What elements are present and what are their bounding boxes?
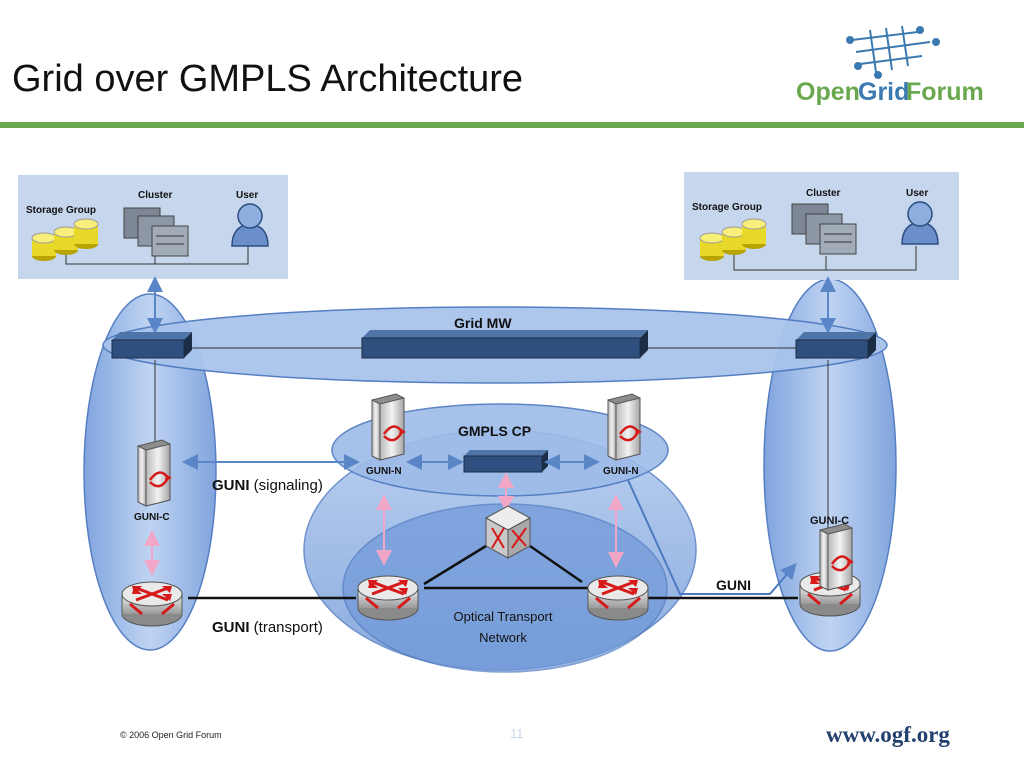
guni-c-left-label: GUNI-C xyxy=(134,512,170,523)
guni-c-right-label: GUNI-C xyxy=(810,515,849,527)
logo-grid: Grid xyxy=(858,78,909,106)
cluster-icon xyxy=(123,207,189,257)
guni-transport-label: GUNI (transport) xyxy=(212,619,323,636)
page-number: 11 xyxy=(510,726,524,741)
grid-mesh-icon xyxy=(846,25,940,79)
grid-mw-switch-center xyxy=(361,330,648,359)
storage-icon xyxy=(699,218,767,261)
page-title: Grid over GMPLS Architecture xyxy=(12,58,524,100)
otn-label-line1: Optical Transport xyxy=(454,609,553,624)
logo-open: Open xyxy=(796,78,860,106)
router-icon xyxy=(586,574,650,622)
left-user-label: User xyxy=(236,190,258,201)
ogf-logo: Open Grid Forum xyxy=(796,25,984,106)
gmpls-switch xyxy=(463,450,548,473)
guni-right-label: GUNI xyxy=(716,577,751,593)
otn-switch-icon xyxy=(484,505,532,559)
otn-label-line2: Network xyxy=(479,630,527,645)
right-user-label: User xyxy=(906,188,928,199)
title-rule xyxy=(0,122,1024,128)
storage-icon xyxy=(31,218,99,261)
user-icon xyxy=(231,203,269,247)
guni-n-right-label: GUNI-N xyxy=(603,466,639,477)
footer-url[interactable]: www.ogf.org xyxy=(826,722,950,747)
user-icon xyxy=(901,201,939,245)
grid-mw-switch-right xyxy=(795,332,876,359)
guni-signaling-label: GUNI (signaling) xyxy=(212,477,323,494)
server-icon xyxy=(818,522,856,592)
server-icon xyxy=(606,392,644,462)
grid-mw-label: Grid MW xyxy=(454,315,512,331)
footer-copyright: © 2006 Open Grid Forum xyxy=(120,730,222,740)
right-cluster-label: Cluster xyxy=(806,188,841,199)
server-icon xyxy=(370,392,408,462)
router-icon xyxy=(356,574,420,622)
right-storage-label: Storage Group xyxy=(692,202,762,213)
cluster-icon xyxy=(791,203,857,255)
left-cluster-label: Cluster xyxy=(138,190,173,201)
router-icon xyxy=(120,580,184,628)
guni-n-left-label: GUNI-N xyxy=(366,466,402,477)
left-storage-label: Storage Group xyxy=(26,205,96,216)
server-icon xyxy=(136,438,174,508)
gmpls-cp-label: GMPLS CP xyxy=(458,423,531,439)
grid-mw-switch-left xyxy=(111,332,192,359)
logo-forum: Forum xyxy=(906,78,984,106)
